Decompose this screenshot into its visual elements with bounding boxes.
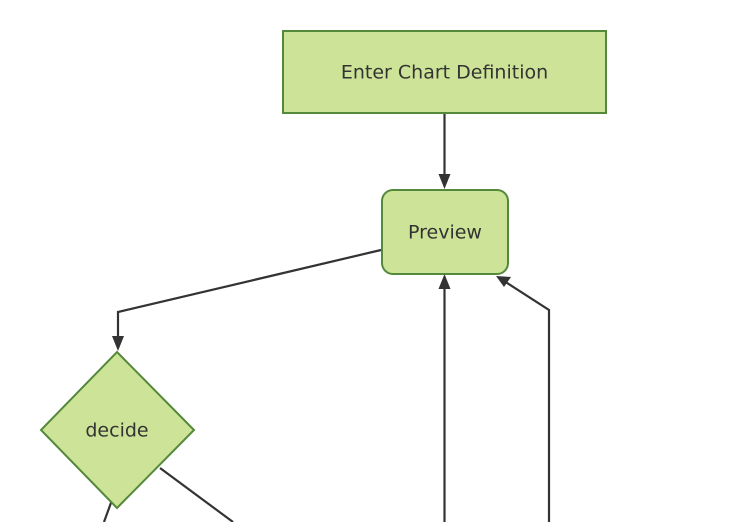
arrowhead-icon — [438, 174, 451, 189]
arrowhead-icon — [438, 274, 451, 289]
edge-line — [503, 280, 551, 522]
edge-line — [102, 499, 114, 522]
edge-return-right-to-preview — [496, 276, 551, 522]
edge-preview-to-decide — [112, 248, 382, 351]
edge-return-center-to-preview — [438, 274, 451, 522]
edge-line — [116, 248, 382, 342]
arrowhead-icon — [496, 276, 511, 287]
node-shape-diamond[interactable] — [39, 350, 196, 510]
node-enter-chart-definition[interactable]: Enter Chart Definition — [282, 30, 607, 114]
node-preview[interactable]: Preview — [381, 189, 509, 275]
edge-decide-right-out — [159, 467, 234, 522]
node-shape-rectangle[interactable] — [282, 30, 607, 114]
node-shape-rounded-rectangle[interactable] — [381, 189, 509, 275]
node-decide[interactable]: decide — [39, 350, 196, 510]
arrowhead-icon — [112, 336, 124, 351]
edge-line — [159, 467, 234, 522]
edge-decide-left-out — [102, 499, 114, 522]
edge-enter-to-preview — [438, 113, 451, 189]
